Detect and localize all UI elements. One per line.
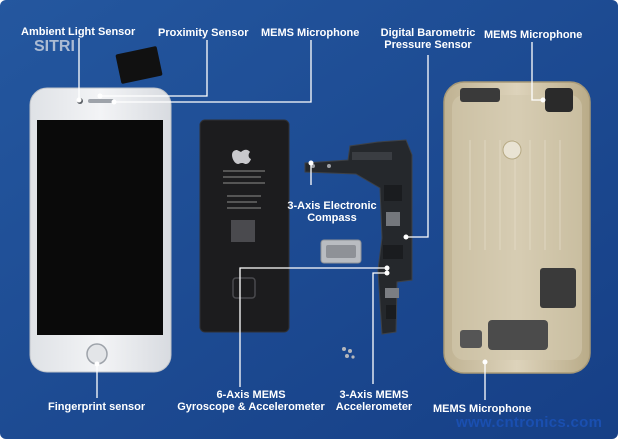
line-gyro — [239, 267, 387, 387]
label-3-axis-mems-accelerometer: 3-Axis MEMS Accelerometer — [331, 389, 417, 413]
label-compass-line-2: Compass — [307, 212, 357, 224]
battery — [199, 119, 290, 333]
logic-board — [304, 139, 413, 335]
line-accel — [372, 272, 387, 384]
label-compass-line-1: 3-Axis Electronic — [287, 200, 377, 212]
label-barometric-line-2: Pressure Sensor — [384, 39, 472, 51]
callout-dots — [76, 93, 546, 367]
label-proximity-sensor: Proximity Sensor — [158, 27, 249, 39]
label-accel-line-2: Accelerometer — [335, 401, 413, 413]
label-gyro-line-1: 6-Axis MEMS — [216, 389, 286, 401]
label-fingerprint-sensor: Fingerprint sensor — [48, 401, 146, 413]
label-gyro-line-2: Gyroscope & Accelerometer — [177, 401, 325, 413]
line-barometric — [406, 55, 429, 238]
screws — [342, 347, 355, 359]
label-6-axis-mems-gyroscope-accelerometer: 6-Axis MEMS Gyroscope & Accelerometer — [175, 389, 327, 413]
home-button — [86, 343, 108, 365]
site-watermark: www.cntronics.com — [456, 414, 603, 431]
label-3-axis-electronic-compass: 3-Axis Electronic Compass — [281, 200, 383, 224]
line-mems-top — [114, 40, 312, 103]
label-mems-microphone-right: MEMS Microphone — [484, 29, 583, 41]
label-ambient-light-sensor: Ambient Light Sensor — [21, 26, 136, 38]
label-barometric-line-1: Digital Barometric — [380, 27, 476, 39]
line-mems-right — [531, 42, 543, 101]
callout-lines — [78, 38, 543, 400]
sitri-logo: SITRI — [34, 38, 75, 56]
line-proximity — [100, 40, 208, 97]
phone-front — [29, 46, 172, 373]
label-mems-microphone-bottom: MEMS Microphone — [433, 403, 532, 415]
label-digital-barometric-pressure-sensor: Digital Barometric Pressure Sensor — [370, 27, 486, 51]
label-mems-microphone-top: MEMS Microphone — [261, 27, 360, 39]
back-case — [443, 81, 591, 374]
label-accel-line-1: 3-Axis MEMS — [339, 389, 409, 401]
sitri-logo-text: SITRI — [34, 38, 75, 55]
